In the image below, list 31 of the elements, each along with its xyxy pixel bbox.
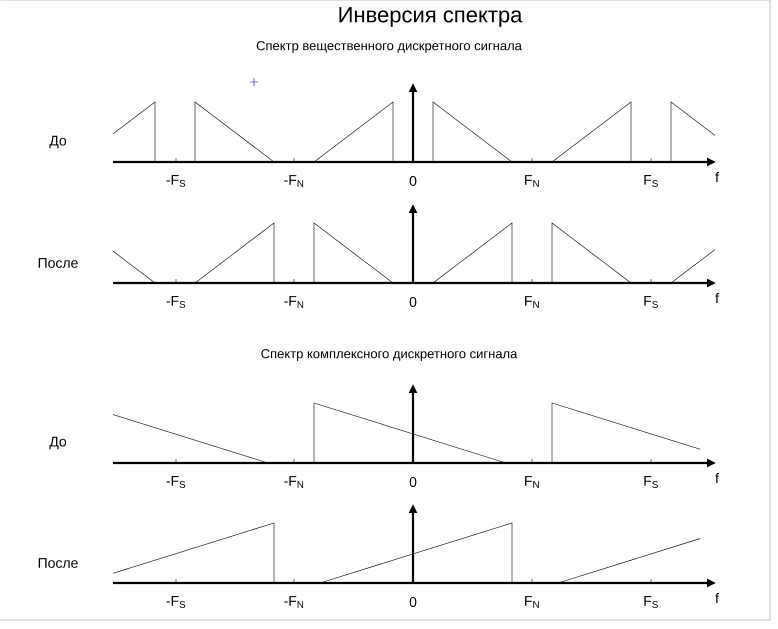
tick-label: -F$_{N}$ bbox=[284, 175, 304, 187]
tick-label: -F$_{N}$ bbox=[284, 296, 304, 308]
tick-label: F$_{N}$ bbox=[525, 476, 539, 488]
tick-label: -F$_{N}$ bbox=[284, 476, 304, 488]
row-label: До bbox=[49, 136, 66, 148]
tick-label: -F$_{S}$ bbox=[166, 596, 186, 608]
tick-label: -F$_{S}$ bbox=[166, 476, 186, 488]
title: Инверсия спектра bbox=[339, 7, 522, 27]
axis-label: f bbox=[715, 592, 719, 604]
tick-label: -F$_{N}$ bbox=[284, 596, 304, 608]
tick-label: F$_{S}$ bbox=[644, 175, 658, 187]
tick-label: 0 bbox=[410, 297, 416, 307]
axis-label: f bbox=[715, 472, 719, 484]
subtitle: Спектр вещественного дискретного сигнала bbox=[256, 41, 522, 53]
tick-label: F$_{S}$ bbox=[644, 296, 658, 308]
subtitle: Спектр комплексного дискретного сигнала bbox=[261, 349, 518, 361]
tick-label: 0 bbox=[410, 597, 416, 607]
axis-label: f bbox=[715, 292, 719, 304]
axis-label: f bbox=[715, 172, 719, 182]
tick-label: -F$_{S}$ bbox=[166, 175, 186, 187]
tick-label: F$_{S}$ bbox=[644, 596, 658, 608]
tick-label: F$_{N}$ bbox=[525, 596, 539, 608]
tick-label: -F$_{S}$ bbox=[166, 296, 186, 308]
tick-label: 0 bbox=[410, 477, 416, 487]
tick-label: 0 bbox=[410, 176, 416, 186]
row-label: После bbox=[38, 558, 78, 568]
row-label: После bbox=[38, 258, 78, 268]
tick-label: F$_{N}$ bbox=[525, 296, 539, 308]
tick-label: F$_{S}$ bbox=[644, 476, 658, 488]
row-label: До bbox=[49, 436, 66, 450]
tick-label: F$_{N}$ bbox=[525, 175, 539, 187]
